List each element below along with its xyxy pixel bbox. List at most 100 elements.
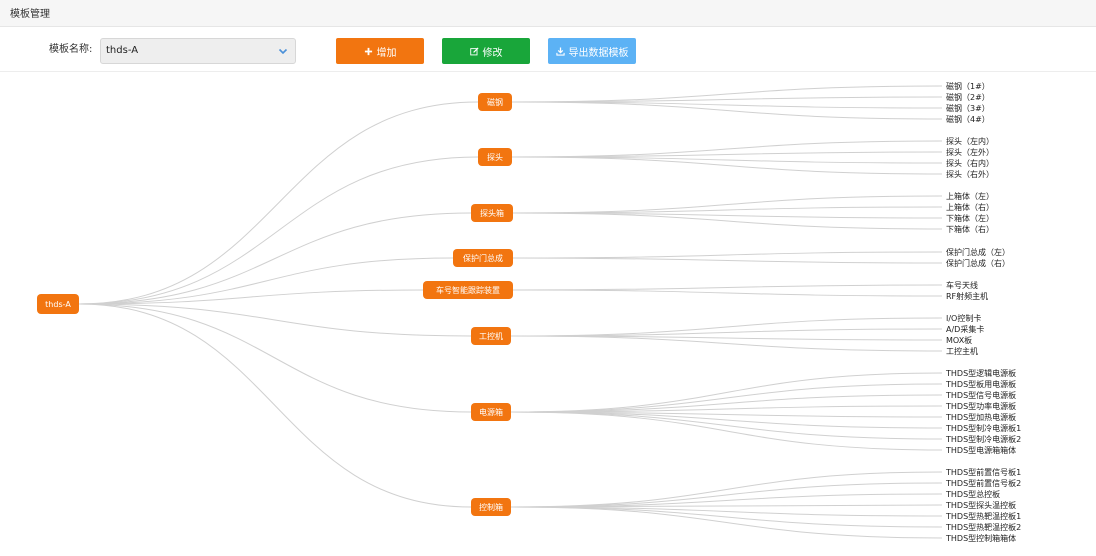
branch-node-box <box>471 403 511 421</box>
tree-link <box>78 303 472 413</box>
tree-leaf-node[interactable]: 磁钢（4#） <box>946 114 990 124</box>
tree-leaf-node[interactable]: 探头（右外） <box>946 169 994 179</box>
tree-leaf-node[interactable]: 车号天线 <box>946 280 978 290</box>
tree-link <box>78 303 472 508</box>
plus-icon <box>364 47 372 55</box>
branch-node-label: 保护门总成 <box>463 253 503 263</box>
template-select-value: thds-A <box>106 45 139 56</box>
root-node-label: thds-A <box>45 300 71 309</box>
tree-link <box>510 411 943 440</box>
tree-link <box>510 405 943 413</box>
add-button-label: 增加 <box>376 47 397 59</box>
tree-link <box>512 289 943 297</box>
root-node-box <box>37 294 79 314</box>
tree-leaf-node[interactable]: I/O控制卡 <box>946 313 981 323</box>
tree-leaf-node[interactable]: RF射频主机 <box>946 291 988 301</box>
tree-link <box>512 257 943 264</box>
tree-branch-node[interactable]: 电源箱 <box>471 403 511 421</box>
edit-button-label: 修改 <box>482 47 503 59</box>
tree-link <box>510 411 943 429</box>
tree-link <box>78 289 424 305</box>
tree-root-node[interactable]: thds-A <box>37 294 79 314</box>
tree-leaf-node[interactable]: 下箱体（左） <box>946 213 994 223</box>
template-name-label: 模板名称: <box>49 44 93 55</box>
tree-leaf-node[interactable]: 探头（左外） <box>946 147 994 157</box>
tree-link <box>510 506 943 517</box>
tree-link <box>512 212 943 230</box>
tree-link <box>510 411 943 418</box>
tree-leaf-node[interactable]: THDS型电源箱箱体 <box>945 445 1016 455</box>
export-button-label: 导出数据模板 <box>568 47 629 59</box>
tree-leaf-node[interactable]: 探头（右内） <box>946 158 994 168</box>
tree-link <box>512 284 943 291</box>
tree-link <box>512 251 943 259</box>
tree-leaf-node[interactable]: THDS型逻辑电源板 <box>945 368 1016 378</box>
tree-link <box>512 212 943 219</box>
tree-branch-node[interactable]: 保护门总成 <box>453 249 513 267</box>
tree-leaf-node[interactable]: 工控主机 <box>946 346 978 356</box>
tree-leaf-node[interactable]: 探头（左内） <box>946 136 994 146</box>
tree-link <box>510 506 943 528</box>
tree-link <box>510 506 943 539</box>
tree-branch-node[interactable]: 磁钢 <box>478 93 512 111</box>
branch-node-label: 车号智能跟踪装置 <box>436 285 500 295</box>
branch-node-label: 控制箱 <box>479 502 503 512</box>
branch-node-label: 探头 <box>487 152 503 162</box>
tree-leaf-node[interactable]: THDS型探头温控板 <box>945 500 1016 510</box>
tree-link <box>511 101 943 120</box>
tree-link <box>510 504 943 508</box>
page-title: 模板管理 <box>10 9 50 20</box>
tree-leaf-node[interactable]: THDS型总控板 <box>945 489 1000 499</box>
tree-link <box>510 383 943 413</box>
tree-leaf-node[interactable]: 保护门总成（右） <box>946 258 1010 268</box>
edit-button[interactable]: 修改 <box>442 38 530 64</box>
tree-link <box>510 372 943 413</box>
tree-link <box>510 335 943 341</box>
tree-leaf-node[interactable]: THDS型控制箱箱体 <box>945 533 1016 543</box>
tree-link <box>511 156 943 175</box>
tree-branch-node[interactable]: 控制箱 <box>471 498 511 516</box>
tree-links <box>78 85 943 539</box>
tree-leaf-node[interactable]: 磁钢（2#） <box>946 92 990 102</box>
tree-link <box>511 101 943 109</box>
tree-link <box>78 257 454 305</box>
tree-branch-node[interactable]: 工控机 <box>471 327 511 345</box>
tree-leaf-node[interactable]: 上箱体（左） <box>946 191 994 201</box>
tree-leaf-node[interactable]: THDS型功率电源板 <box>945 401 1016 411</box>
branch-node-box <box>471 327 511 345</box>
branch-node-box <box>471 498 511 516</box>
template-select[interactable]: thds-A <box>100 38 296 64</box>
tree-leaf-node[interactable]: 下箱体（右） <box>946 224 994 234</box>
branch-node-label: 电源箱 <box>479 407 503 417</box>
tree-leaf-node[interactable]: A/D采集卡 <box>946 324 984 334</box>
tree-leaf-node[interactable]: THDS型前置信号板2 <box>945 478 1021 488</box>
tree-link <box>510 328 943 337</box>
tree-link <box>78 303 472 337</box>
tree-leaf-node[interactable]: THDS型板用电源板 <box>945 379 1016 389</box>
tree-leaf-node[interactable]: 上箱体（右） <box>946 202 994 212</box>
branch-node-box <box>478 93 512 111</box>
tree-leaf-node[interactable]: THDS型热靶温控板2 <box>945 522 1021 532</box>
add-button[interactable]: 增加 <box>336 38 424 64</box>
tree-leaf-node[interactable]: THDS型制冷电源板2 <box>945 434 1021 444</box>
tree-leaf-node[interactable]: THDS型热靶温控板1 <box>945 511 1021 521</box>
tree-branch-node[interactable]: 车号智能跟踪装置 <box>423 281 513 299</box>
branch-node-box <box>471 204 513 222</box>
tree-branch-node[interactable]: 探头箱 <box>471 204 513 222</box>
tree-link <box>510 411 943 451</box>
download-icon <box>555 46 565 56</box>
tree-leaf-node[interactable]: 磁钢（3#） <box>946 103 990 113</box>
tree-leaf-node[interactable]: THDS型前置信号板1 <box>945 467 1021 477</box>
tree-link <box>511 156 943 164</box>
tree-leaf-node[interactable]: 磁钢（1#） <box>946 81 990 91</box>
tree-leaf-node[interactable]: MOX板 <box>946 335 972 345</box>
branch-node-box <box>453 249 513 267</box>
export-template-button[interactable]: 导出数据模板 <box>548 38 636 64</box>
tree-leaf-node[interactable]: THDS型制冷电源板1 <box>945 423 1021 433</box>
toolbar: 模板名称: thds-A 增加 修改 导出数据模板 <box>0 27 1096 72</box>
tree-leaf-node[interactable]: THDS型信号电源板 <box>945 390 1016 400</box>
tree-leaf-node[interactable]: THDS型加热电源板 <box>945 412 1016 422</box>
tree-leaf-node[interactable]: 保护门总成（左） <box>946 247 1010 257</box>
tree-branch-node[interactable]: 探头 <box>478 148 512 166</box>
